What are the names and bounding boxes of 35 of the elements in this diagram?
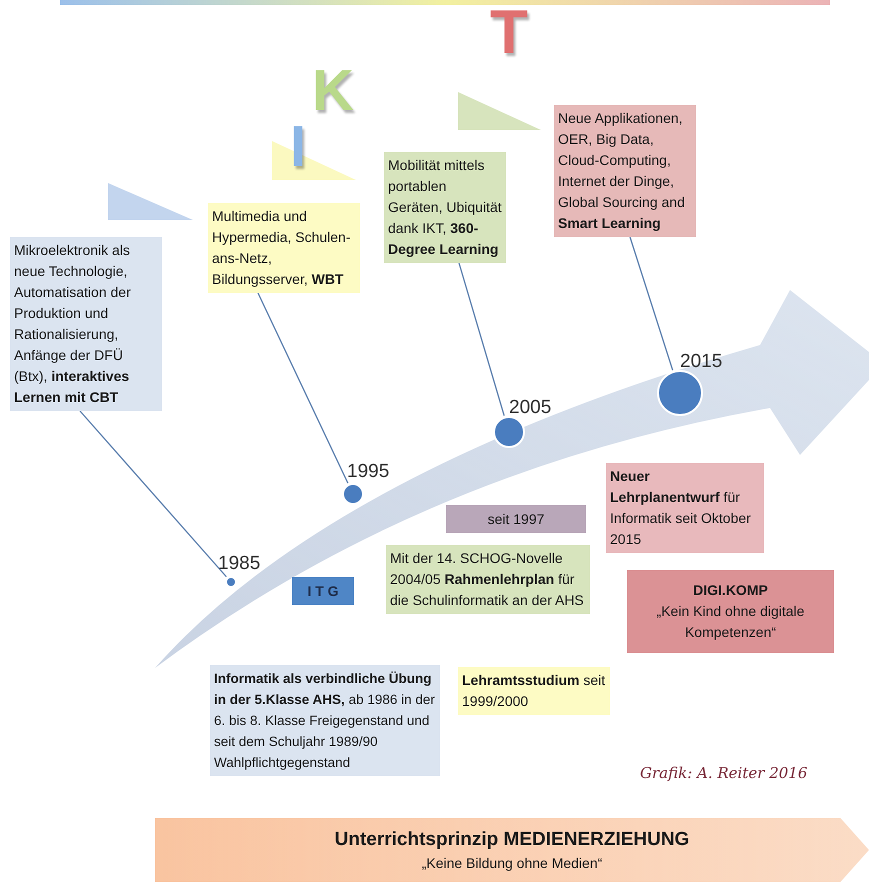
note-box <box>10 237 162 411</box>
triangle-shape <box>108 183 193 220</box>
leader-line <box>80 410 227 578</box>
big-letter: K <box>312 62 354 120</box>
credit-note: Grafik: A. Reiter 2016 <box>640 763 808 784</box>
box-text: Informatik als verbindliche Übung in der 5.Klasse AHS, ab 1986 in der 6. bis 8. Klasse Freigegenstand und seit dem Schuljahr 1989/90 Wahlpflichtgegenstand <box>214 670 436 772</box>
year-label: 2005 <box>509 396 552 420</box>
year-label: 2015 <box>680 350 722 374</box>
leader-line <box>257 292 348 484</box>
note-box <box>446 505 586 533</box>
box-text: Mit der 14. SCHOG-Novelle 2004/05 Rahmenlehrplan für die Schulinformatik an der AHS <box>390 549 585 610</box>
box-text: Mobilität mittels portablen Geräten, Ubiquität dank IKT, 360-Degree Learning <box>388 156 502 259</box>
banner-text: Unterrichtsprinzip MEDIENERZIEHUNG <box>334 828 690 852</box>
box-text: Multimedia und Hypermedia, Schulen-ans-Netz, Bildungsserver, WBT <box>212 207 352 289</box>
box-text: Lehramtsstudium seit 1999/2000 <box>462 671 606 711</box>
box-text: „Kein Kind ohne digitale Kompetenzen“ <box>656 602 806 642</box>
box-text: I T G <box>306 582 340 601</box>
box-text: DIGI.KOMP <box>692 581 769 600</box>
triangle-shape <box>458 92 541 130</box>
banner-text: „Keine Bildung ohne Medien“ <box>422 854 602 873</box>
year-label: 1995 <box>347 460 390 484</box>
note-box <box>554 105 696 237</box>
leader-line <box>629 236 674 370</box>
note-box <box>606 463 764 553</box>
year-label: 1985 <box>218 552 260 576</box>
box-text: Neuer Lehrplanentwurf für Informatik seit Oktober 2015 <box>610 467 752 549</box>
box-text: seit 1997 <box>486 510 546 529</box>
note-box <box>292 577 354 605</box>
leader-line <box>458 262 505 416</box>
box-text: Mikroelektronik als neue Technologie, Automatisation der Produktion und Rationalisierung, Anfänge der DFÜ (Btx), interaktives Lernen mit CBT <box>14 241 132 407</box>
box-text: Neue Applikationen, OER, Big Data, Cloud-Computing, Internet der Dinge, Global Sourcing and Smart Learning <box>558 109 686 233</box>
note-box <box>208 203 360 293</box>
big-letter: I <box>290 118 306 176</box>
big-letter: T <box>490 2 528 64</box>
note-box <box>627 570 834 653</box>
